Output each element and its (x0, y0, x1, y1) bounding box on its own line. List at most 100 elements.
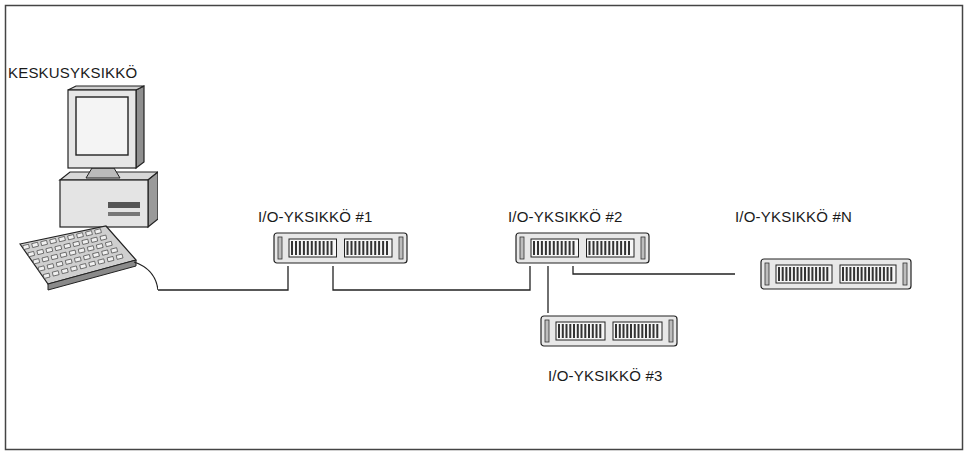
rack-slot (628, 241, 630, 255)
rack-slot (307, 241, 309, 255)
rack-body (274, 233, 407, 263)
rack-slot (566, 324, 568, 338)
key (61, 268, 68, 273)
rack-slot (584, 324, 586, 338)
rack-slot (589, 241, 591, 255)
rack-panel (613, 322, 662, 340)
rack-slot (826, 267, 828, 281)
cable-line (158, 266, 288, 290)
rack-slot (879, 267, 881, 281)
rack-slot (382, 241, 384, 255)
keyboard-edge (48, 260, 136, 290)
monitor-body (68, 90, 136, 168)
io-unit: I/O-YKSIKKÖ #N (735, 208, 912, 292)
rack-slot (815, 267, 817, 281)
key (59, 236, 66, 241)
key (33, 259, 40, 264)
rack-panel (776, 265, 832, 283)
rack-slot (596, 324, 598, 338)
rack-slot (557, 241, 559, 255)
rack-slot (351, 241, 353, 255)
rack-slot (875, 267, 877, 281)
key (47, 264, 54, 269)
rack-slot (608, 241, 610, 255)
key (80, 264, 87, 269)
rack-panel (840, 265, 896, 283)
border-rect (6, 6, 963, 450)
rack-slot (883, 267, 885, 281)
key (69, 250, 76, 255)
rack-panel (587, 239, 635, 257)
rack-ear (399, 237, 403, 259)
rack-slot (645, 324, 647, 338)
cable-line (573, 266, 735, 274)
rack-body (761, 259, 911, 289)
key (60, 252, 67, 257)
key (73, 241, 80, 246)
rack-slot (615, 324, 617, 338)
rack-slot (291, 241, 293, 255)
rack-slot (808, 267, 810, 281)
key (93, 252, 100, 257)
rack-slot (778, 267, 780, 281)
rack-slot (577, 324, 579, 338)
key (32, 242, 39, 247)
rack-slot (378, 241, 380, 255)
rack-slot (782, 267, 784, 281)
rack-slot (370, 241, 372, 255)
rack-slot (561, 241, 563, 255)
key (91, 237, 98, 242)
unit-label: I/O-YKSIKKÖ #2 (508, 208, 650, 226)
rack-slot (331, 241, 333, 255)
key (23, 244, 30, 249)
cable-line (547, 266, 548, 313)
rack-slot (581, 324, 583, 338)
rack-slot (588, 324, 590, 338)
rack-slot (596, 241, 598, 255)
rack-slot (327, 241, 329, 255)
rack-slot (599, 324, 601, 338)
key (64, 243, 71, 248)
rack-slot (319, 241, 321, 255)
key (56, 261, 63, 266)
key (102, 250, 109, 255)
rack-slot (864, 267, 866, 281)
key (116, 254, 123, 259)
rack-slot (624, 241, 626, 255)
rack-slot (565, 241, 567, 255)
rack-panel (556, 322, 605, 340)
rack-slot (366, 241, 368, 255)
rack-slot (569, 324, 571, 338)
key (38, 266, 45, 271)
rack-slot (616, 241, 618, 255)
io-unit-illustration (760, 256, 912, 292)
rack-slot (303, 241, 305, 255)
cable-line (333, 266, 530, 290)
io-unit: I/O-YKSIKKÖ #1 (258, 208, 408, 266)
rack-slot (630, 324, 632, 338)
key (52, 271, 59, 276)
rack-slot (358, 241, 360, 255)
case-side (148, 172, 158, 227)
key (100, 235, 107, 240)
key (43, 273, 50, 278)
rack-slot (849, 267, 851, 281)
rack-slot (872, 267, 874, 281)
key (86, 231, 93, 236)
rack-ear (641, 237, 645, 259)
cable-connector (158, 266, 288, 290)
rack-slot (868, 267, 870, 281)
rack-slot (553, 241, 555, 255)
rack-slot (299, 241, 301, 255)
monitor-screen (76, 97, 128, 155)
rack-ear (278, 237, 282, 259)
key (77, 233, 84, 238)
cable-connector (548, 266, 549, 313)
rack-slot (653, 324, 655, 338)
io-unit-illustration (540, 313, 678, 349)
unit-label: I/O-YKSIKKÖ #1 (258, 208, 408, 226)
rack-slot (549, 241, 551, 255)
rack-body (541, 316, 677, 346)
rack-slot (804, 267, 806, 281)
